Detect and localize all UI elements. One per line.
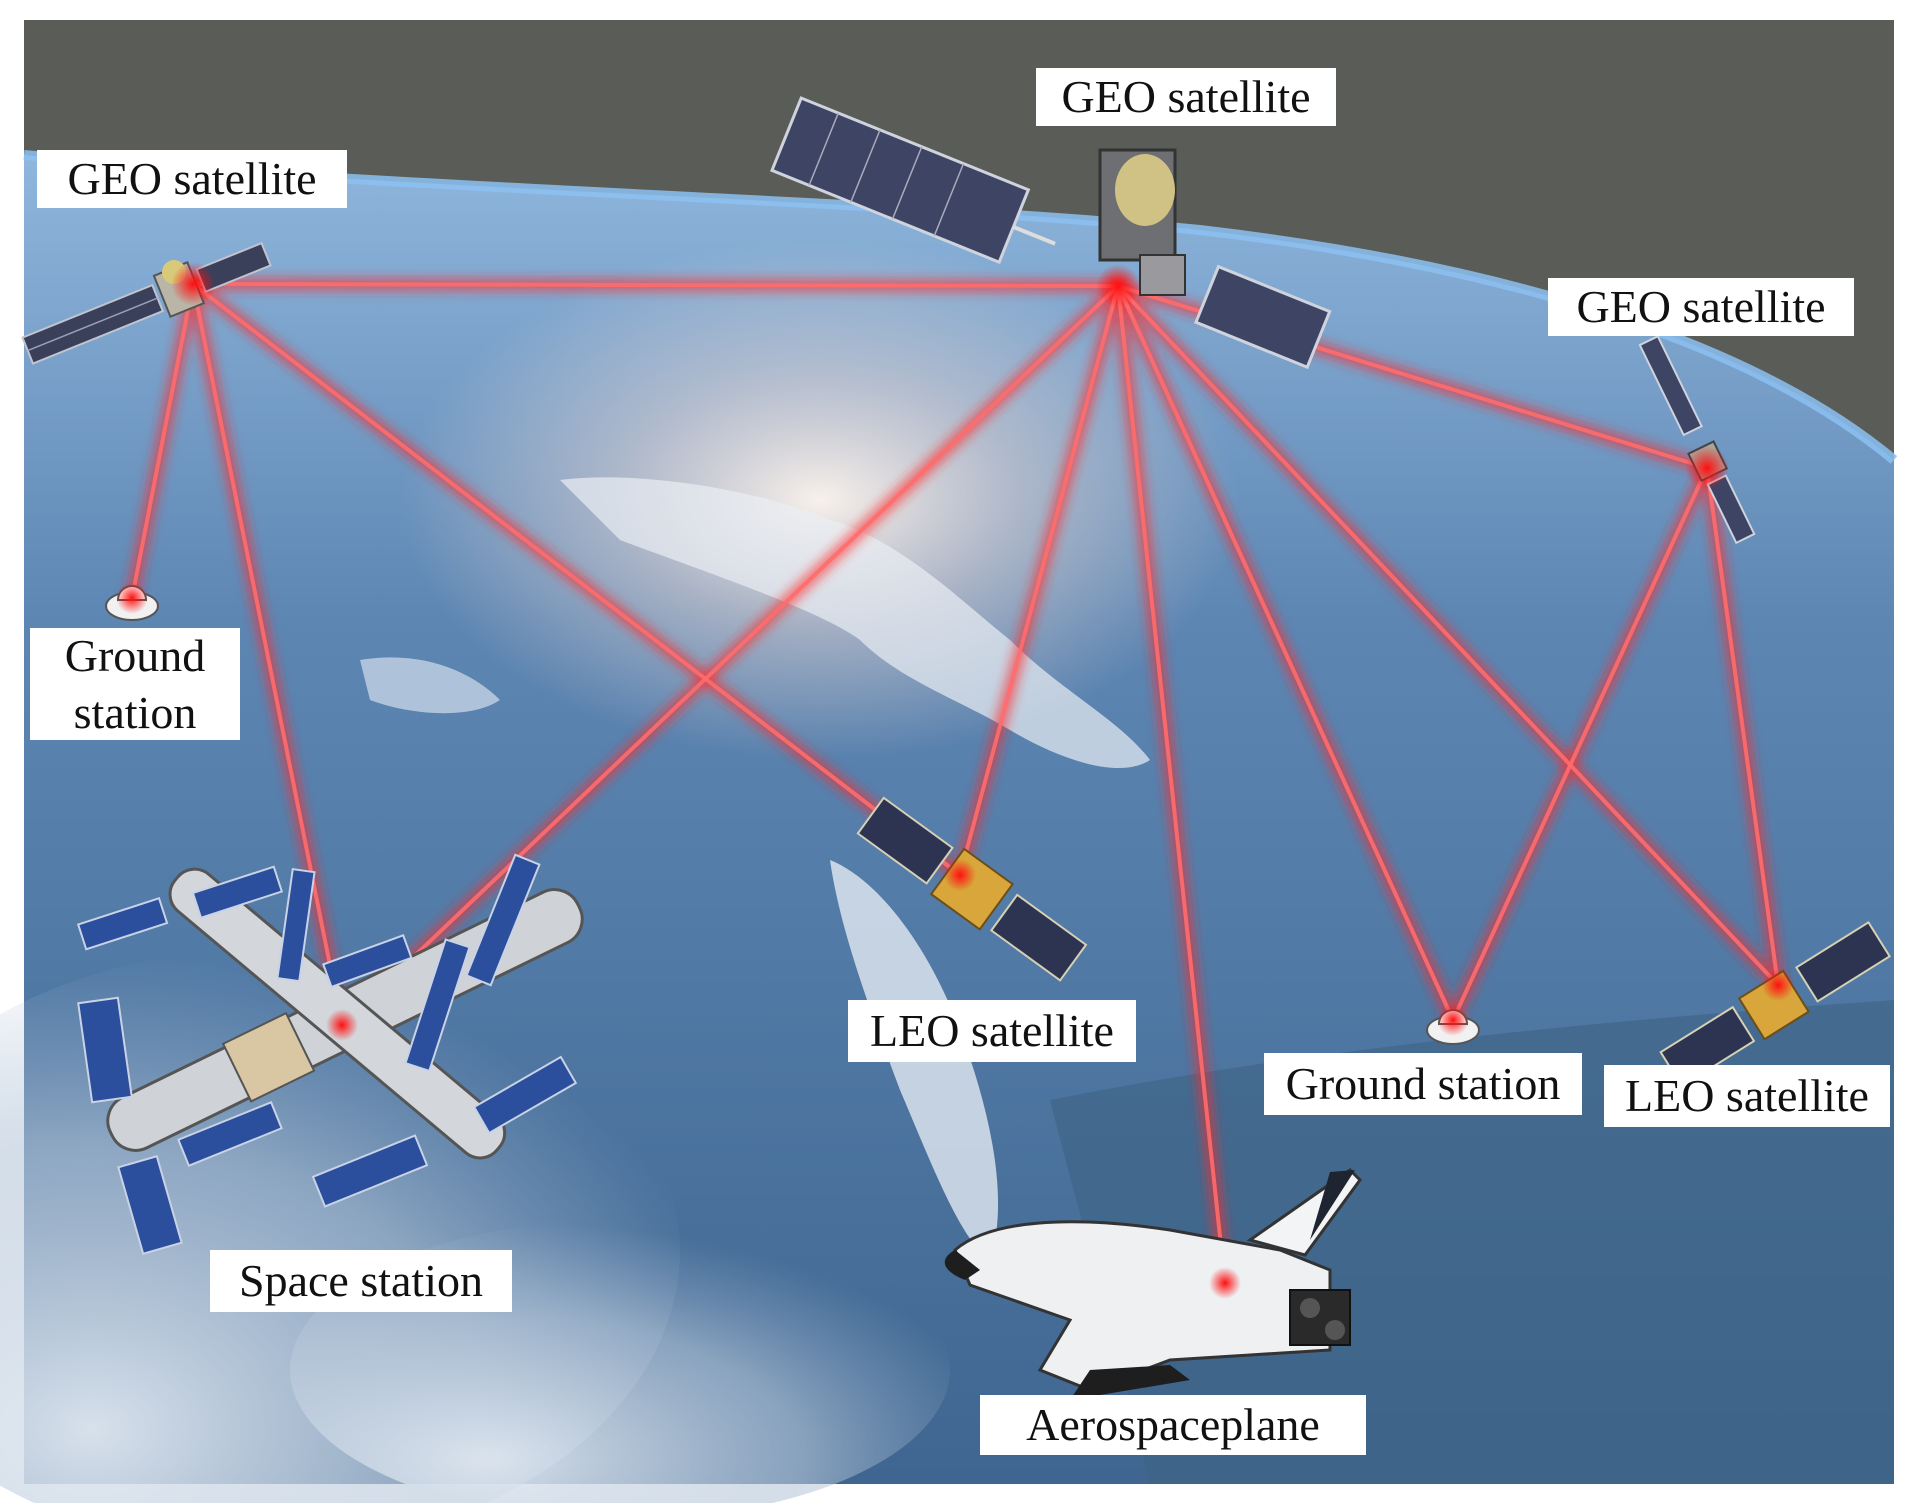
- laser-link-geo_top-space_station: [340, 284, 1120, 1027]
- laser-link-geo_right-leo_right: [1705, 466, 1780, 987]
- laser-link-geo_top-aerospaceplane: [1116, 284, 1227, 1285]
- laser-terminal-ground_left: [116, 582, 148, 614]
- label-ground-station-right: Ground station: [1264, 1053, 1582, 1115]
- label-ground-station-left-line1: Ground: [64, 629, 206, 681]
- laser-terminal-aerospaceplane: [1209, 1267, 1241, 1299]
- laser-link-geo_left-space_station: [191, 282, 344, 1027]
- laser-link-geo_right-ground_right: [1451, 466, 1709, 1022]
- label-geo-satellite-right: GEO satellite: [1548, 278, 1854, 336]
- laser-link-geo_left-geo_top: [191, 282, 1120, 288]
- laser-terminals: [116, 262, 1794, 1299]
- laser-link-geo_top-ground_right: [1116, 284, 1455, 1022]
- label-aerospaceplane: Aerospaceplane: [980, 1395, 1366, 1455]
- laser-terminal-geo_top: [1096, 264, 1140, 308]
- space-shuttle-icon[interactable]: [944, 1168, 1362, 1400]
- label-geo-satellite-left: GEO satellite: [37, 150, 347, 208]
- laser-terminal-geo_left: [171, 262, 215, 306]
- laser-link-geo_top-leo_center: [958, 284, 1120, 877]
- label-space-station: Space station: [210, 1250, 512, 1312]
- label-leo-satellite-right: LEO satellite: [1604, 1065, 1890, 1127]
- laser-terminal-leo_center: [944, 859, 976, 891]
- laser-terminal-ground_right: [1437, 1004, 1469, 1036]
- label-geo-satellite-top: GEO satellite: [1036, 68, 1336, 126]
- geo-satellite-top-icon[interactable]: [770, 96, 1332, 370]
- laser-link-geo_left-leo_center: [191, 282, 962, 877]
- label-ground-station-left-line2: station: [73, 687, 197, 738]
- laser-links: [130, 282, 1780, 1285]
- laser-terminal-space_station: [326, 1009, 358, 1041]
- laser-terminal-leo_right: [1762, 969, 1794, 1001]
- label-ground-station-left: Ground station: [30, 628, 240, 740]
- laser-link-geo_left-ground_left: [130, 282, 195, 600]
- laser-terminal-geo_right: [1685, 446, 1729, 490]
- laser-link-geo_top-leo_right: [1116, 284, 1780, 987]
- label-leo-satellite-center: LEO satellite: [848, 1000, 1136, 1062]
- land-shape: [360, 657, 500, 714]
